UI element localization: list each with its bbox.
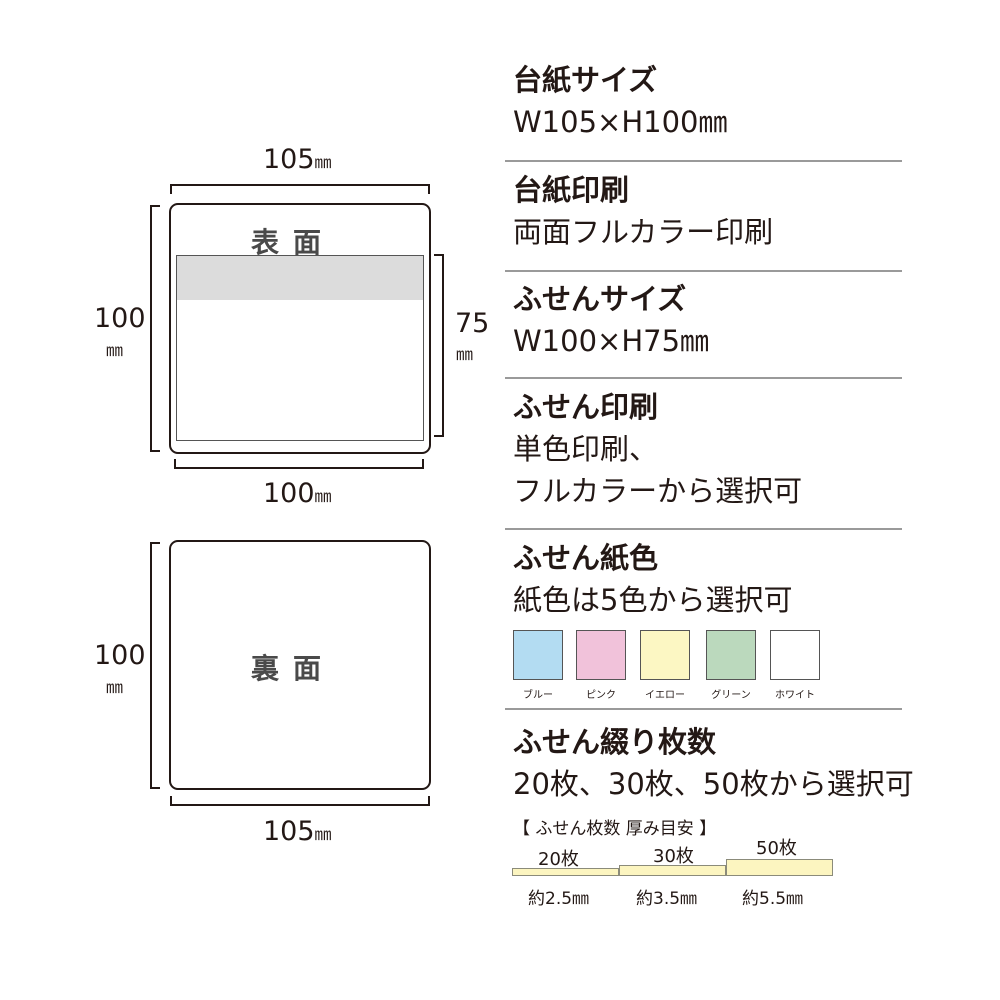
swatch-label-white: ホワイト — [775, 690, 815, 701]
back-height-tick-bottom — [150, 787, 160, 789]
stack-label-50: 50枚 — [756, 838, 797, 859]
note-width-unit: ㎜ — [314, 487, 332, 507]
front-board: 表面 — [169, 203, 431, 454]
divider-2 — [505, 270, 902, 272]
back-width-unit: ㎜ — [314, 825, 332, 845]
swatch-pink — [576, 630, 626, 680]
front-height-line — [150, 205, 152, 452]
front-height-value: 100 — [94, 303, 146, 334]
front-width-line — [170, 184, 430, 186]
back-face-label: 裏面 — [251, 652, 336, 685]
front-width-unit: ㎜ — [314, 153, 332, 173]
note-height-value: 75 — [455, 308, 490, 339]
note-height-tick-bottom — [434, 435, 444, 437]
back-width-dimension: 105㎜ — [263, 818, 332, 845]
note-width-tick-right — [422, 459, 424, 469]
swatch-label-pink: ピンク — [586, 690, 616, 701]
front-height-unit: ㎜ — [106, 341, 123, 361]
thickness-label-50: 約5.5㎜ — [742, 889, 804, 909]
swatch-yellow — [640, 630, 690, 680]
note-width-line — [174, 467, 424, 469]
thickness-label-20: 約2.5㎜ — [528, 889, 590, 909]
note-print-title: ふせん印刷 — [513, 390, 659, 424]
divider-3 — [505, 377, 902, 379]
divider-1 — [505, 160, 902, 162]
note-print-line2: フルカラーから選択可 — [513, 474, 803, 508]
note-size-title: ふせんサイズ — [513, 282, 687, 316]
back-width-tick-left — [170, 796, 172, 806]
swatch-green — [706, 630, 756, 680]
note-size-value: W100×H75㎜ — [513, 324, 710, 358]
swatch-label-yellow: イエロー — [645, 690, 685, 701]
front-sticky-note — [176, 255, 424, 441]
front-width-value: 105 — [263, 144, 315, 175]
note-width-value: 100 — [263, 478, 315, 509]
back-board: 裏面 — [169, 540, 431, 790]
board-size-title: 台紙サイズ — [513, 63, 658, 97]
note-height-line — [442, 254, 444, 437]
board-print-title: 台紙印刷 — [513, 173, 630, 207]
back-height-tick-top — [150, 542, 160, 544]
note-height-unit: ㎜ — [456, 345, 473, 365]
stack-label-30: 30枚 — [653, 846, 694, 867]
swatch-white — [770, 630, 820, 680]
board-print-value: 両面フルカラー印刷 — [513, 215, 774, 249]
back-height-line — [150, 542, 152, 789]
back-width-value: 105 — [263, 816, 315, 847]
note-print-line1: 単色印刷、 — [513, 432, 659, 466]
divider-5 — [505, 708, 902, 710]
divider-4 — [505, 528, 902, 530]
note-width-dimension: 100㎜ — [263, 480, 332, 507]
stack-30 — [619, 865, 726, 876]
swatch-label-blue: ブルー — [523, 690, 553, 701]
board-size-value: W105×H100㎜ — [513, 105, 728, 139]
swatch-label-green: グリーン — [711, 690, 751, 701]
note-count-value: 20枚、30枚、50枚から選択可 — [513, 767, 914, 801]
note-width-tick-left — [174, 459, 176, 469]
note-color-value: 紙色は5色から選択可 — [513, 583, 793, 617]
thickness-guide-title: 【 ふせん枚数 厚み目安 】 — [513, 819, 717, 839]
front-width-dimension: 105㎜ — [263, 146, 332, 173]
note-count-title: ふせん綴り枚数 — [513, 725, 717, 759]
swatch-blue — [513, 630, 563, 680]
back-width-tick-right — [428, 796, 430, 806]
note-color-title: ふせん紙色 — [513, 541, 659, 575]
back-height-value: 100 — [94, 640, 146, 671]
front-note-adhesive-area — [177, 256, 423, 300]
front-width-tick-right — [428, 184, 430, 194]
thickness-label-30: 約3.5㎜ — [636, 889, 698, 909]
stack-label-20: 20枚 — [538, 849, 579, 870]
front-width-tick-left — [170, 184, 172, 194]
front-face-label: 表面 — [251, 226, 336, 259]
front-height-tick-bottom — [150, 450, 160, 452]
back-width-line — [170, 804, 430, 806]
back-height-unit: ㎜ — [106, 678, 123, 698]
front-height-tick-top — [150, 205, 160, 207]
note-height-tick-top — [434, 254, 444, 256]
stack-20 — [512, 868, 619, 876]
stack-50 — [726, 859, 833, 876]
